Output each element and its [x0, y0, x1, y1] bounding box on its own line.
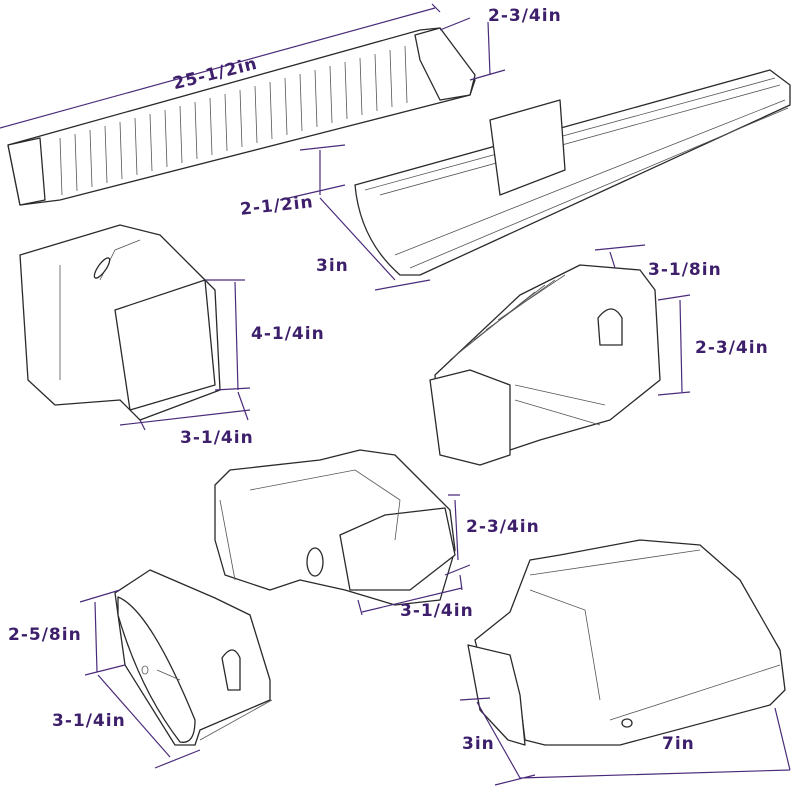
- flat-elbow: [214, 449, 456, 606]
- label-cover-width: 3in: [462, 734, 495, 754]
- label-elbow-f-width: 3-1/4in: [400, 601, 474, 621]
- label-cover-length: 7in: [662, 734, 695, 754]
- straight-coupler: [114, 569, 273, 746]
- label-coupler-width: 3-1/4in: [52, 711, 126, 731]
- label-coupler-height: 2-5/8in: [8, 625, 82, 645]
- label-elbow-v-height: 4-1/4in: [251, 324, 325, 344]
- wall-cover: [467, 539, 786, 746]
- straight-duct: [354, 69, 791, 276]
- vertical-elbow: [19, 224, 221, 421]
- label-flex-width: 2-3/4in: [488, 6, 562, 26]
- label-adapter-height: 2-3/4in: [695, 338, 769, 358]
- label-elbow-v-depth: 3-1/4in: [180, 428, 254, 448]
- label-straight-width: 3in: [316, 256, 349, 276]
- adapter-coupler: [429, 264, 661, 466]
- flexible-duct: [7, 27, 476, 206]
- label-adapter-length: 3-1/8in: [648, 260, 722, 280]
- label-elbow-f-height: 2-3/4in: [466, 517, 540, 537]
